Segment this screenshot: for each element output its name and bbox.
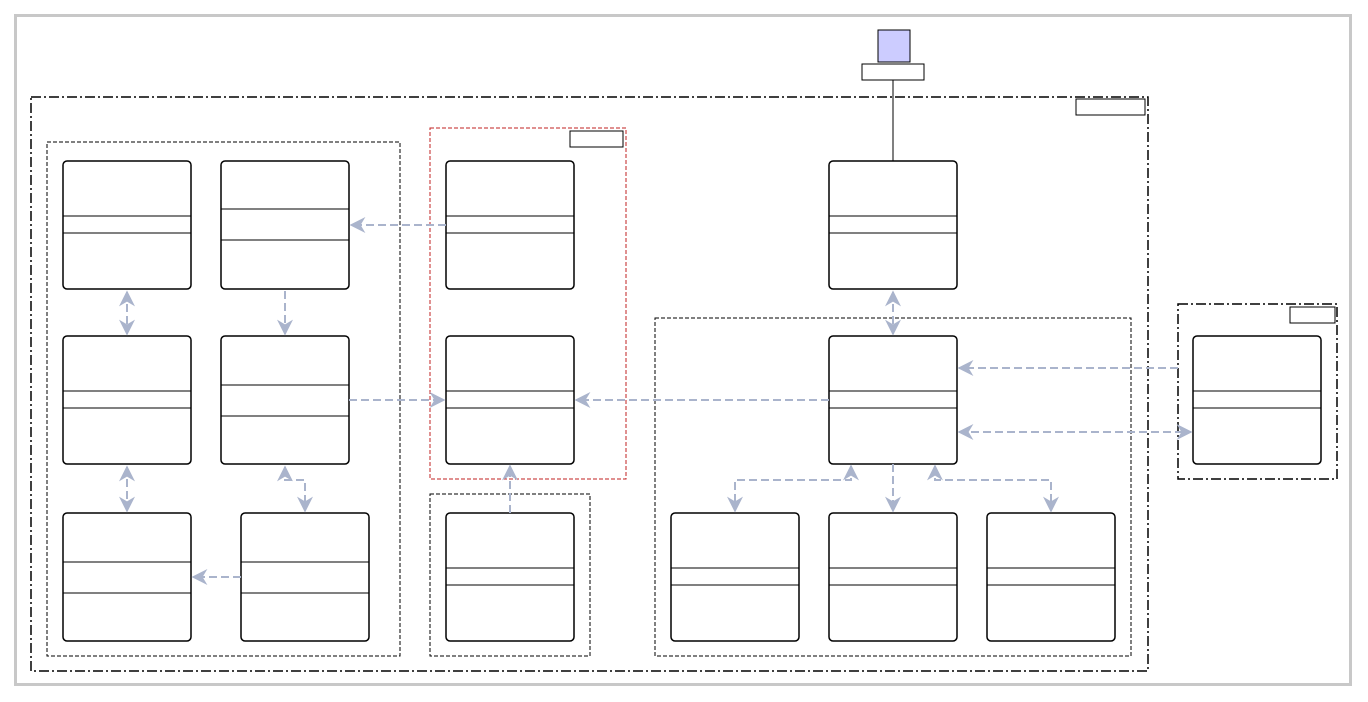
red-group-boundary <box>429 127 627 480</box>
outer-frame <box>14 14 1352 686</box>
class-c15[interactable] <box>1192 335 1322 465</box>
class-c4[interactable] <box>220 335 350 465</box>
connector-c4-c6 <box>277 465 313 513</box>
class-c14[interactable] <box>986 512 1116 642</box>
class-c6[interactable] <box>240 512 370 642</box>
actor-label-box <box>861 63 925 81</box>
class-c8[interactable] <box>445 335 575 465</box>
system-boundary <box>30 96 1149 672</box>
class-c1[interactable] <box>62 160 192 290</box>
class-c9[interactable] <box>445 512 575 642</box>
external-boundary-label <box>1289 306 1336 324</box>
connector-c11-c14 <box>927 464 1059 513</box>
class-c5[interactable] <box>62 512 192 642</box>
class-c2[interactable] <box>220 160 350 290</box>
class-c10[interactable] <box>828 160 958 290</box>
connector-c11-c12 <box>727 464 859 513</box>
class-c11[interactable] <box>828 335 958 465</box>
class-c3[interactable] <box>62 335 192 465</box>
system-boundary-label <box>1075 98 1146 116</box>
actor-icon <box>877 29 911 63</box>
class-c7[interactable] <box>445 160 575 290</box>
class-c12[interactable] <box>670 512 800 642</box>
class-c13[interactable] <box>828 512 958 642</box>
external-boundary <box>1177 303 1338 480</box>
red-group-label <box>569 130 624 148</box>
